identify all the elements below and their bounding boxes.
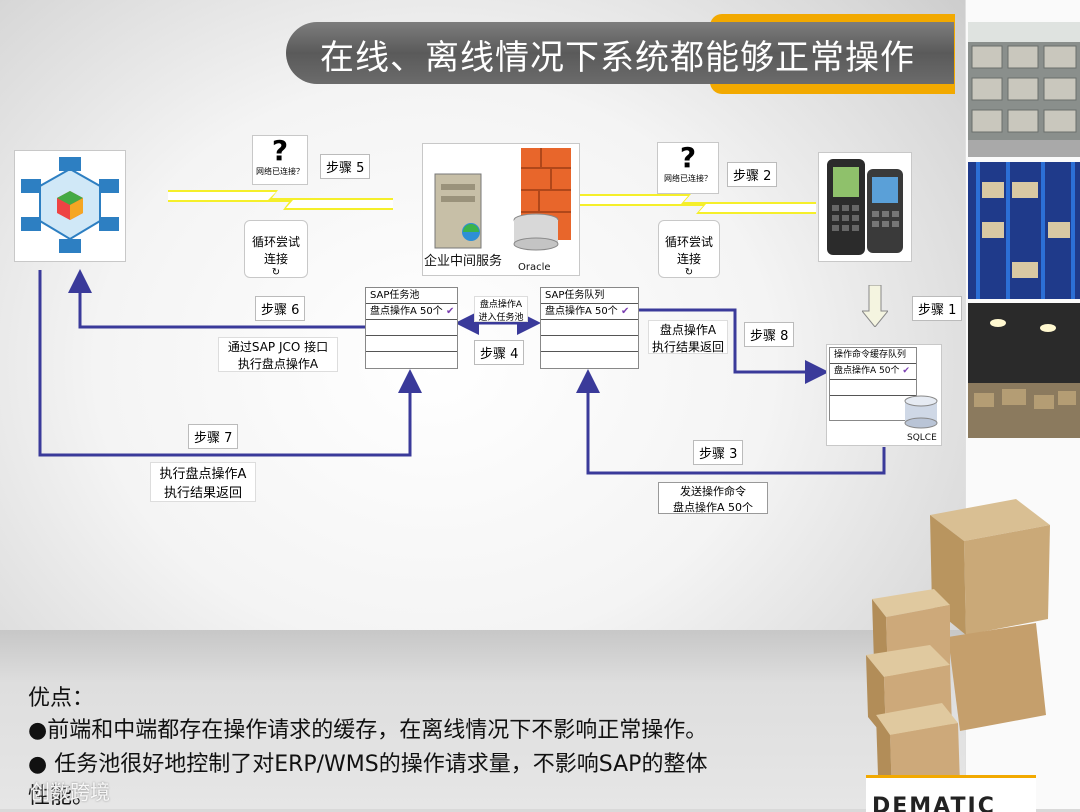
database-icon bbox=[903, 395, 939, 429]
table-row: 盘点操作A 50个 ✔ bbox=[366, 304, 457, 320]
step-1-label: 步骤 1 bbox=[912, 296, 962, 321]
question-icon: ? bbox=[253, 136, 307, 166]
warehouse-photo-1 bbox=[968, 22, 1080, 157]
sap-task-pool-table: SAP任务池 盘点操作A 50个 ✔ bbox=[365, 287, 458, 369]
table-row bbox=[541, 352, 638, 367]
warehouse-photo-2 bbox=[968, 162, 1080, 299]
table-row bbox=[830, 380, 916, 396]
table-row bbox=[541, 320, 638, 336]
note-line-2: 执行结果返回 bbox=[151, 482, 255, 501]
retry-text-1: 循环尝试 bbox=[245, 233, 307, 250]
table-row: 盘点操作A 50个 ✔ bbox=[830, 364, 916, 380]
step-4-label: 步骤 4 bbox=[474, 340, 524, 365]
note-line-1: 盘点操作A bbox=[649, 321, 727, 338]
note-line-2: 进入任务池 bbox=[475, 310, 527, 323]
jco-note: 通过SAP JCO 接口 执行盘点操作A bbox=[218, 337, 338, 372]
note-line-2: 执行盘点操作A bbox=[219, 355, 337, 372]
question-icon: ? bbox=[658, 143, 718, 173]
table-row bbox=[366, 336, 457, 352]
note-line-1: 盘点操作A bbox=[475, 297, 527, 310]
table-header: 操作命令缓存队列 bbox=[830, 348, 916, 364]
retry-text-1: 循环尝试 bbox=[659, 233, 719, 250]
retry-text-2: 连接 bbox=[659, 250, 719, 267]
step-2-label: 步骤 2 bbox=[727, 162, 777, 187]
middleware-label: 企业中间服务 bbox=[424, 250, 502, 269]
sap-task-queue-table: SAP任务队列 盘点操作A 50个 ✔ bbox=[540, 287, 639, 369]
checkmark-icon: ✔ bbox=[621, 306, 629, 317]
watermark: 创数跨境 bbox=[30, 776, 110, 805]
step-3-label: 步骤 3 bbox=[693, 440, 743, 465]
table-row: 盘点操作A 50个 ✔ bbox=[541, 304, 638, 320]
handheld-device-image bbox=[818, 152, 912, 262]
note-line-1: 通过SAP JCO 接口 bbox=[219, 338, 337, 355]
result-return-note: 盘点操作A 执行结果返回 bbox=[648, 320, 728, 354]
retry-connect-left: 循环尝试 连接 ↻ bbox=[244, 220, 308, 278]
erp-system-image bbox=[14, 150, 126, 262]
exec-note: 执行盘点操作A 执行结果返回 bbox=[150, 462, 256, 502]
network-bolt-left bbox=[168, 186, 393, 214]
note-line-1: 执行盘点操作A bbox=[151, 463, 255, 482]
retry-text-2: 连接 bbox=[245, 250, 307, 267]
down-arrow-icon bbox=[862, 285, 888, 327]
erp-modules-icon bbox=[15, 151, 125, 261]
checkmark-icon: ✔ bbox=[902, 366, 910, 376]
note-line-2: 盘点操作A 50个 bbox=[659, 499, 767, 515]
flow-arrows bbox=[0, 0, 965, 809]
send-command-note: 发送操作命令 盘点操作A 50个 bbox=[658, 482, 768, 514]
note-line-2: 执行结果返回 bbox=[649, 338, 727, 355]
advantages-heading: 优点： bbox=[28, 680, 94, 712]
cardboard-boxes-image bbox=[866, 495, 1056, 795]
sqlce-label: SQLCE bbox=[907, 433, 937, 443]
network-check-left: ? 网络已连接？ bbox=[252, 135, 308, 185]
note-line-1: 发送操作命令 bbox=[659, 483, 767, 499]
handheld-terminal-icon bbox=[819, 153, 911, 261]
advantage-point-2: ● 任务池很好地控制了对ERP/WMS的操作请求量，不影响SAP的整体 bbox=[28, 746, 707, 778]
retry-loop-icon: ↻ bbox=[245, 267, 307, 278]
checkmark-icon: ✔ bbox=[446, 306, 454, 317]
brand-strip: DEMATIC bbox=[866, 775, 1036, 812]
table-header: SAP任务池 bbox=[366, 288, 457, 304]
step-8-label: 步骤 8 bbox=[744, 322, 794, 347]
network-check-right: ? 网络已连接？ bbox=[657, 142, 719, 194]
warehouse-photo-3 bbox=[968, 303, 1080, 438]
retry-loop-icon: ↻ bbox=[659, 267, 719, 278]
retry-connect-right: 循环尝试 连接 ↻ bbox=[658, 220, 720, 278]
step-5-label: 步骤 5 bbox=[320, 154, 370, 179]
enter-pool-note: 盘点操作A 进入任务池 bbox=[474, 296, 528, 322]
network-question-text: 网络已连接？ bbox=[253, 166, 307, 177]
network-question-text: 网络已连接？ bbox=[658, 173, 718, 184]
table-row bbox=[366, 320, 457, 336]
table-row bbox=[366, 352, 457, 367]
table-row bbox=[541, 336, 638, 352]
network-bolt-right bbox=[566, 190, 816, 218]
step-6-label: 步骤 6 bbox=[255, 296, 305, 321]
advantage-point-1: ●前端和中端都存在操作请求的缓存，在离线情况下不影响正常操作。 bbox=[28, 712, 707, 744]
oracle-label: Oracle bbox=[518, 262, 551, 273]
table-header: SAP任务队列 bbox=[541, 288, 638, 304]
cache-queue-panel: 操作命令缓存队列 盘点操作A 50个 ✔ SQLCE bbox=[826, 344, 942, 446]
step-7-label: 步骤 7 bbox=[188, 424, 238, 449]
brand-logo: DEMATIC bbox=[872, 796, 1036, 812]
